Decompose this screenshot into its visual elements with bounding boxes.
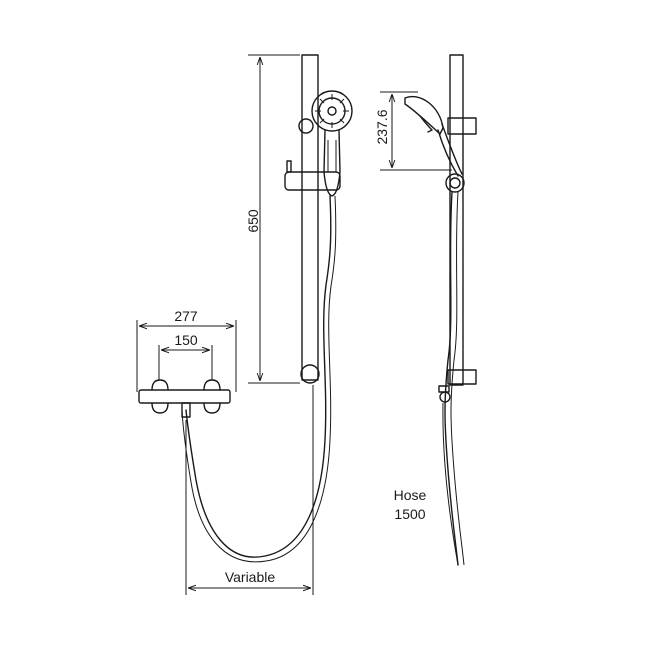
- mixer-outlet: [181, 402, 191, 418]
- rail-bottom-bracket: [300, 364, 320, 384]
- handset: [311, 90, 353, 197]
- thermostatic-mixer-bar: [138, 389, 231, 404]
- front-view: 650 277 150 Variable: [136, 54, 353, 595]
- side-top-bracket: [447, 117, 477, 135]
- hose-length-label: 1500: [394, 506, 425, 522]
- head-height-label: 237.6: [374, 109, 390, 144]
- side-rail: [449, 54, 464, 386]
- side-holder: [445, 173, 465, 193]
- hose-label: Hose: [394, 487, 427, 503]
- side-view: 237.6 Hose 1500: [374, 54, 477, 566]
- rail-top-bracket: [298, 118, 314, 134]
- mixer-right-elbow: [203, 379, 221, 414]
- rail-slider: [284, 171, 341, 191]
- hose-front: [185, 195, 332, 558]
- mixer-width-label: 277: [174, 308, 198, 324]
- side-bottom-bracket: [447, 369, 477, 385]
- mixer-left-elbow: [151, 379, 169, 414]
- rail-height-label: 650: [245, 209, 261, 233]
- variable-label: Variable: [225, 569, 276, 585]
- side-handset-head: [404, 95, 444, 135]
- slider-knob: [286, 160, 292, 173]
- spray-face-icon: [311, 90, 353, 132]
- mixer-centres-label: 150: [174, 332, 198, 348]
- handset-handle: [323, 129, 341, 197]
- hose-side: [444, 191, 459, 566]
- side-handset-handle: [437, 123, 463, 177]
- slide-rail: [301, 54, 319, 381]
